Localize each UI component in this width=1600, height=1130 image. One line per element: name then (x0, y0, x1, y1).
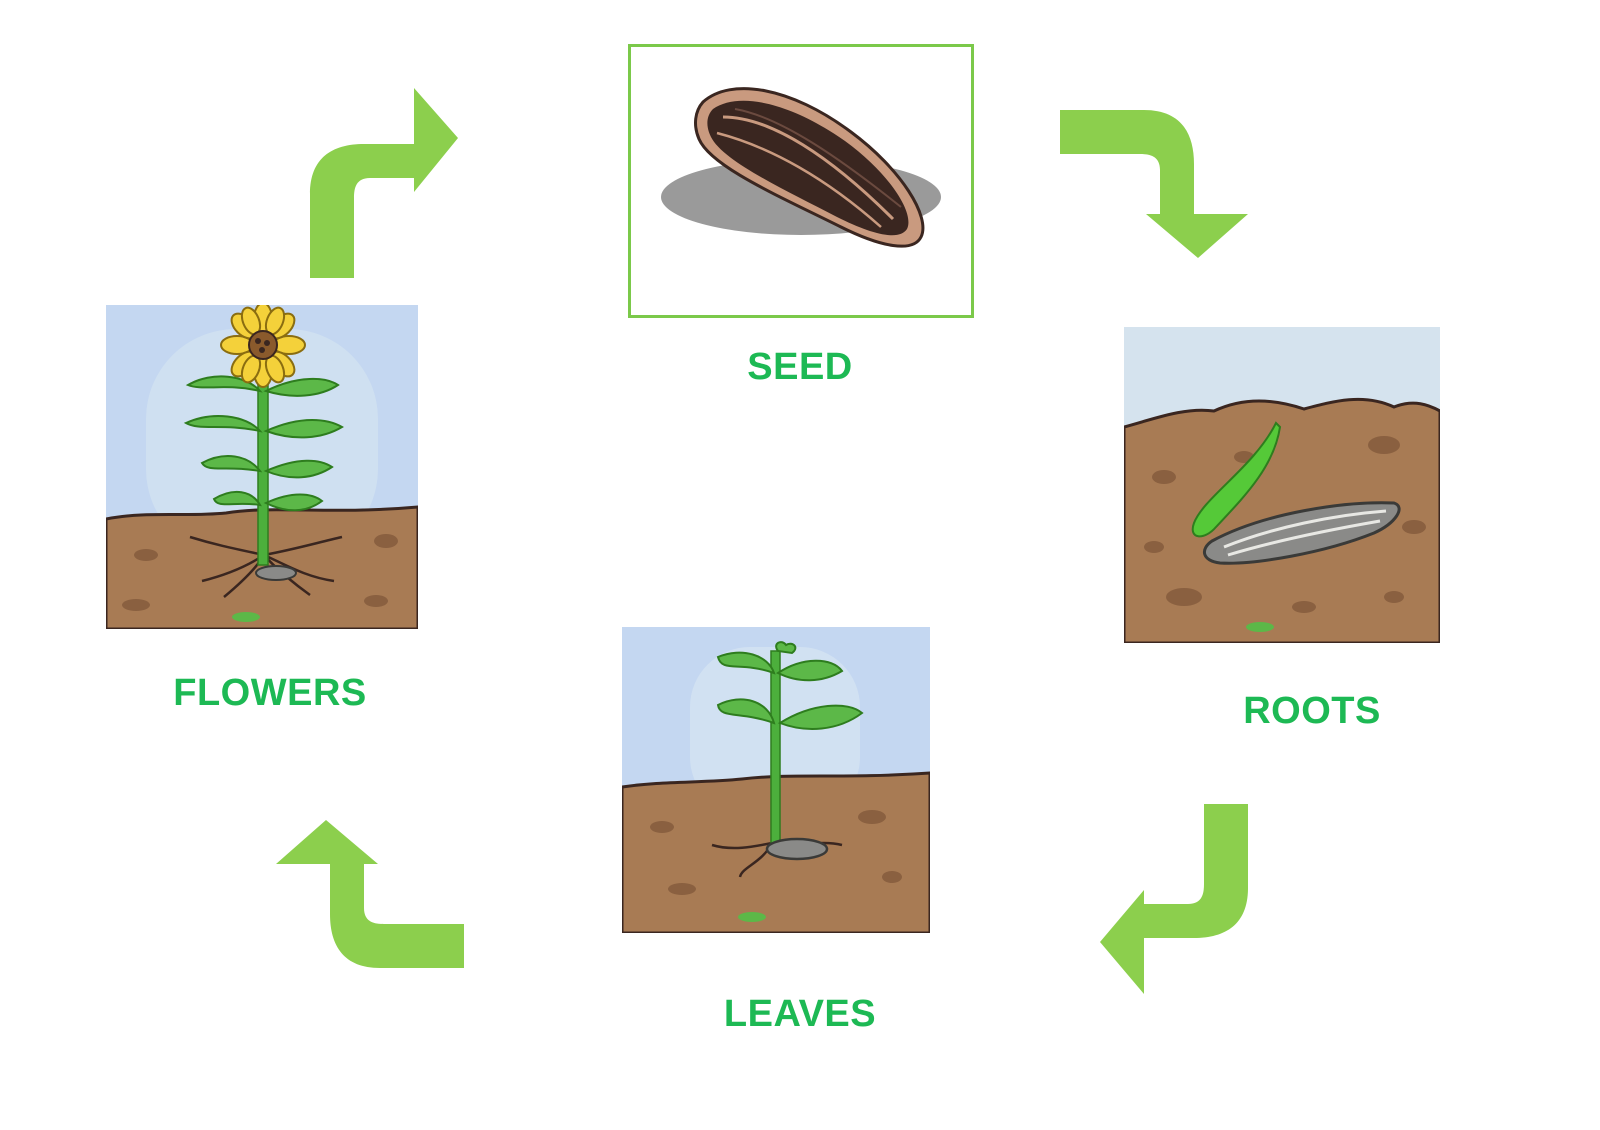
curved-arrow-icon (276, 820, 464, 968)
sunflower-seed-icon (661, 87, 941, 248)
leaves-stage-image (622, 627, 930, 933)
curved-arrow-icon (310, 88, 458, 278)
curved-arrow-icon (1060, 110, 1248, 258)
flowers-label: FLOWERS (173, 672, 367, 714)
arrow-seed-to-roots (1060, 108, 1250, 258)
flowers-stage-image (106, 305, 418, 629)
germinating-seed-icon (1124, 327, 1440, 643)
roots-label: ROOTS (1243, 690, 1381, 732)
seedling-icon (622, 627, 930, 933)
arrow-flowers-to-seed (308, 88, 458, 278)
curved-arrow-icon (1100, 804, 1248, 994)
roots-stage-image (1124, 327, 1440, 643)
seed-stage-image (628, 44, 974, 318)
seed-label: SEED (747, 346, 853, 388)
arrow-roots-to-leaves (1100, 804, 1250, 994)
arrow-leaves-to-flowers (274, 820, 464, 970)
sunflower-plant-icon (106, 305, 418, 629)
leaves-label: LEAVES (723, 993, 877, 1035)
